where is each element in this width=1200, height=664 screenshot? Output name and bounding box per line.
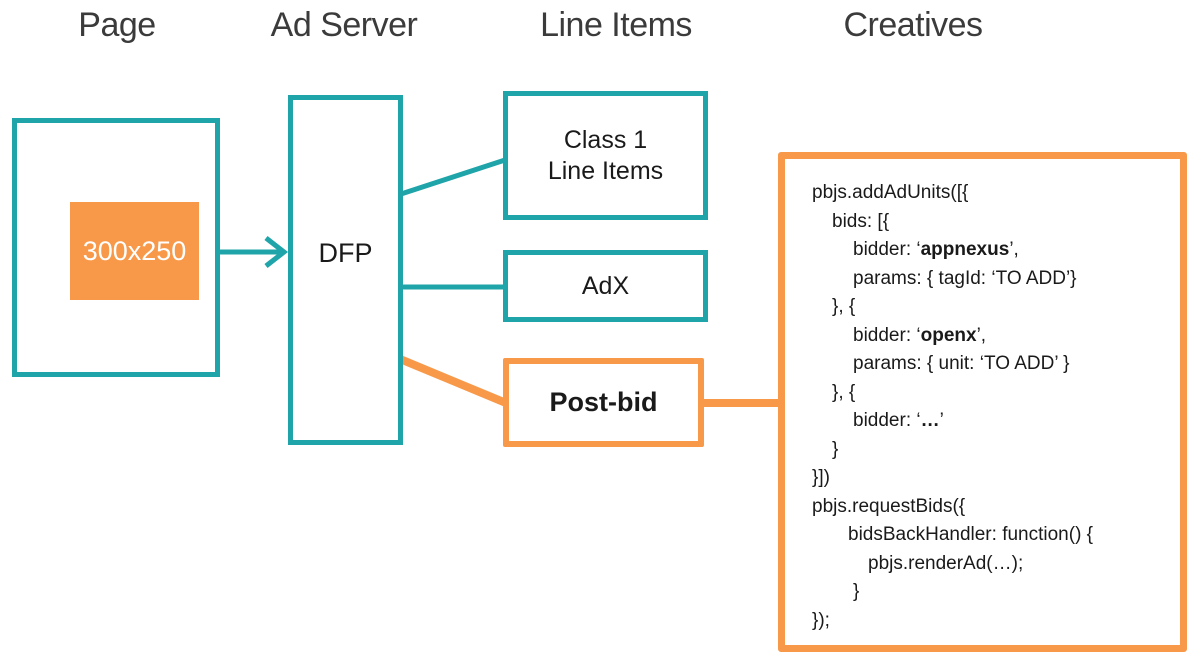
postbid-box: Post-bid: [503, 358, 704, 447]
dfp-label: DFP: [318, 237, 373, 268]
code-line: }, {: [832, 296, 856, 317]
code-line: pbjs.requestBids({: [812, 495, 966, 517]
code-line: bids: [{: [832, 210, 890, 232]
column-header-page: Page: [78, 6, 156, 44]
code-line: params: { tagId: ‘TO ADD’}: [853, 267, 1077, 289]
code-line: pbjs.renderAd(…);: [868, 552, 1024, 574]
ad-slot-box: 300x250: [70, 202, 199, 300]
column-header-line-items: Line Items: [540, 6, 692, 44]
adx-box: AdX: [503, 250, 708, 322]
code-line: bidder: ‘openx’,: [853, 324, 987, 346]
code-line: }]): [812, 467, 830, 488]
code-line: bidsBackHandler: function() {: [848, 524, 1094, 545]
connector-dfp-to-postbid: [398, 355, 508, 407]
code-line: pbjs.addAdUnits([{: [812, 182, 969, 203]
code-line: params: { unit: ‘TO ADD’ }: [853, 353, 1070, 374]
class1-label-line1: Class 1: [563, 125, 648, 154]
code-line: bidder: ‘…’: [853, 410, 944, 431]
code-line: bidder: ‘appnexus’,: [853, 239, 1019, 260]
column-header-creatives: Creatives: [843, 6, 983, 44]
code-line: }: [832, 438, 839, 460]
class1-label-line2: Line Items: [547, 156, 664, 185]
code-line: }: [853, 581, 860, 602]
class1-line-items-box: Class 1 Line Items: [503, 91, 708, 220]
class1-line-items-label: Class 1 Line Items: [548, 125, 663, 187]
postbid-label: Post-bid: [549, 387, 658, 417]
code-line: }, {: [832, 381, 856, 403]
ad-slot-size-label: 300x250: [82, 235, 187, 266]
column-header-ad-server: Ad Server: [270, 6, 418, 44]
prebid-code-block: pbjs.addAdUnits([{ bids: [{ bidder: ‘appne…: [778, 152, 1187, 652]
dfp-box: DFP: [288, 95, 403, 445]
code-line: });: [812, 609, 830, 631]
connector-dfp-to-class1: [400, 157, 506, 197]
adx-label: AdX: [581, 271, 630, 300]
